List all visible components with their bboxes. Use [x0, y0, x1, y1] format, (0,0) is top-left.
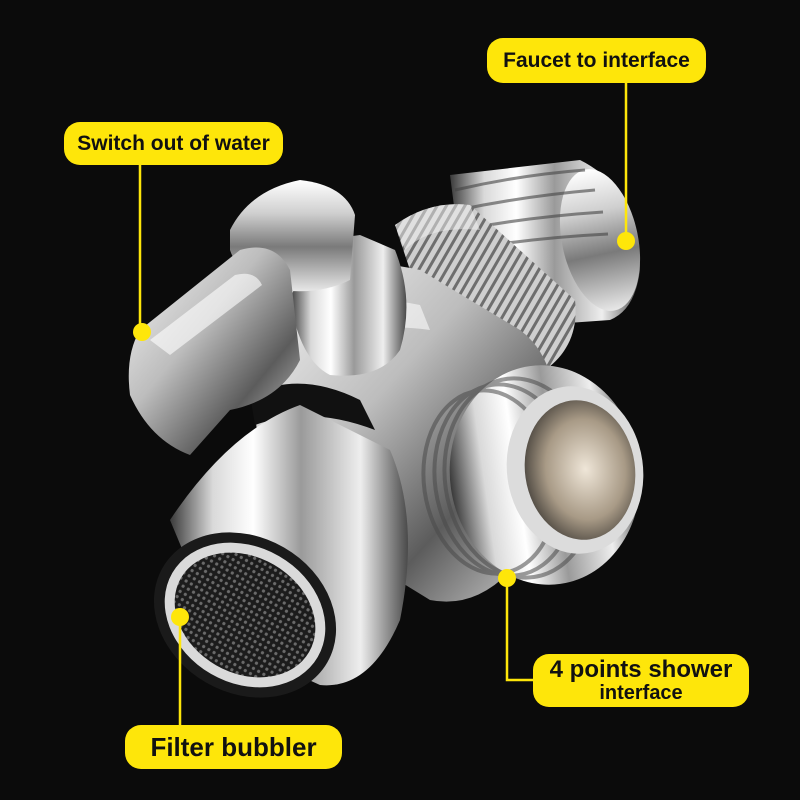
callout-shower-line2: interface	[599, 682, 683, 704]
dot-filter	[171, 608, 189, 626]
callout-filter-bubbler: Filter bubbler	[125, 725, 342, 769]
dot-switch	[133, 323, 151, 341]
dot-faucet	[617, 232, 635, 250]
callout-faucet-text: Faucet to interface	[503, 49, 690, 72]
leader-shower	[505, 580, 533, 682]
callout-filter-text: Filter bubbler	[150, 732, 317, 762]
leader-dots	[133, 232, 635, 626]
callout-switch: Switch out of water	[64, 122, 283, 165]
faucet-connector	[395, 160, 641, 370]
leader-lines	[138, 83, 628, 725]
callout-shower-interface: 4 points shower interface	[533, 654, 749, 707]
filter-aerator	[153, 405, 408, 698]
callout-switch-text: Switch out of water	[77, 132, 270, 155]
callout-faucet-interface: Faucet to interface	[487, 38, 706, 83]
shower-outlet	[421, 365, 644, 585]
callout-shower-line1: 4 points shower	[549, 656, 733, 683]
dot-shower	[498, 569, 516, 587]
switch-handle	[128, 180, 407, 455]
